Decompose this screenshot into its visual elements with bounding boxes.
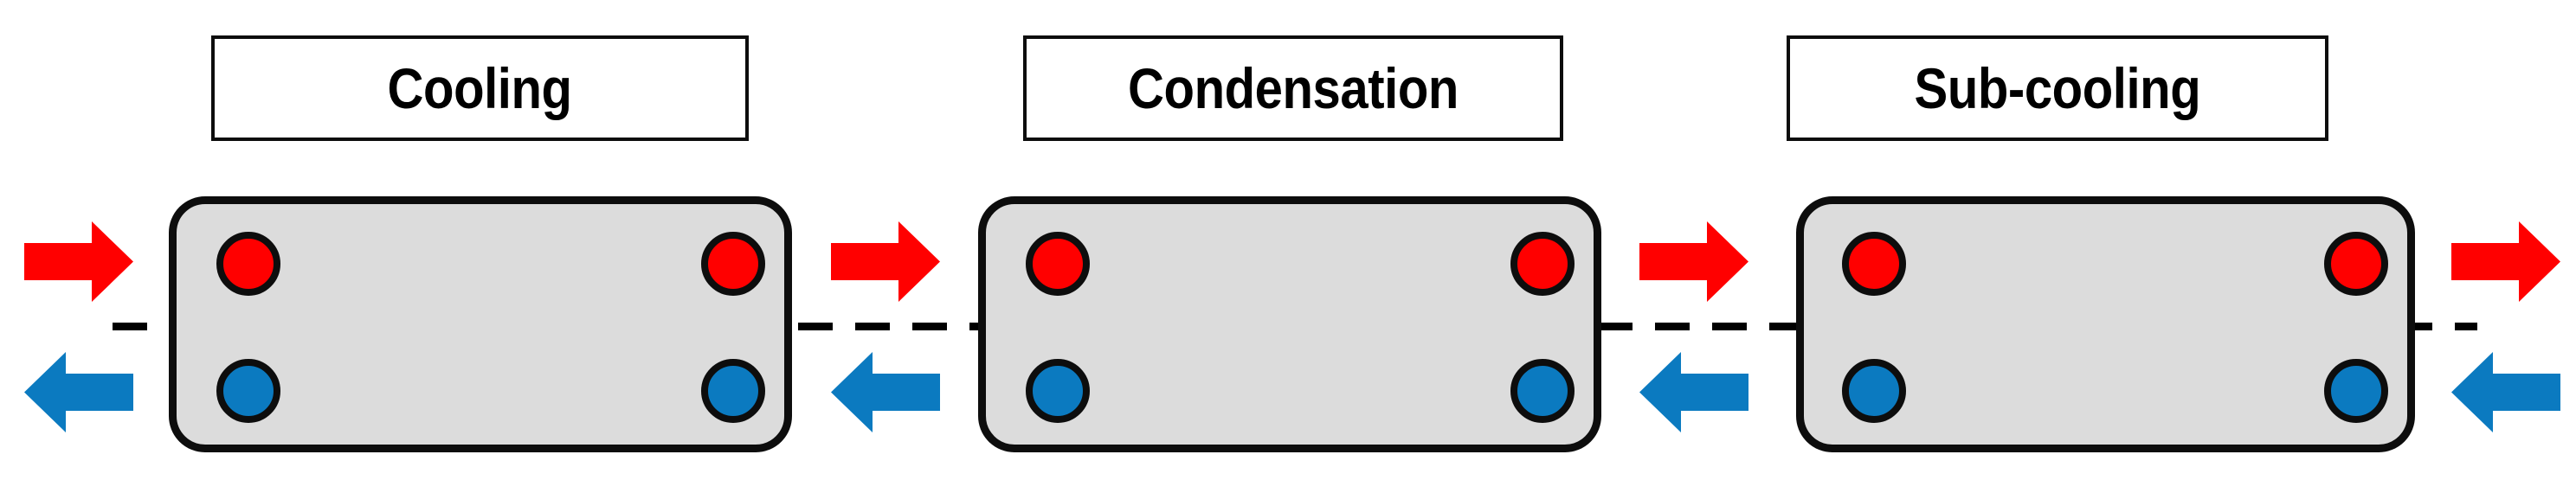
cold-port-right-sub-cooling <box>2324 359 2388 423</box>
arrow-cold-sub-to-cond <box>1639 352 1748 432</box>
cold-port-left-condensation <box>1026 359 1090 423</box>
stage-label-box-condensation: Condensation <box>1023 35 1563 141</box>
arrow-hot-inlet <box>24 221 133 302</box>
arrow-cold-inlet <box>2451 352 2560 432</box>
arrow-hot-cooling-to-cond <box>831 221 940 302</box>
stage-label-text: Cooling <box>387 56 573 120</box>
cold-port-right-cooling <box>701 359 765 423</box>
stage-label-text: Sub-cooling <box>1914 56 2201 120</box>
hot-port-left-cooling <box>216 232 280 296</box>
arrow-hot-cond-to-sub <box>1639 221 1748 302</box>
hot-port-right-sub-cooling <box>2324 232 2388 296</box>
cold-port-left-sub-cooling <box>1842 359 1906 423</box>
stage-label-box-sub-cooling: Sub-cooling <box>1787 35 2328 141</box>
hot-port-left-sub-cooling <box>1842 232 1906 296</box>
hot-port-right-condensation <box>1510 232 1575 296</box>
hot-port-left-condensation <box>1026 232 1090 296</box>
stage-label-text: Condensation <box>1128 56 1459 120</box>
arrow-cold-outlet <box>24 352 133 432</box>
arrow-cold-cond-to-cooling <box>831 352 940 432</box>
cold-port-left-cooling <box>216 359 280 423</box>
hot-port-right-cooling <box>701 232 765 296</box>
arrow-hot-outlet <box>2451 221 2560 302</box>
cold-port-right-condensation <box>1510 359 1575 423</box>
stage-label-box-cooling: Cooling <box>211 35 749 141</box>
